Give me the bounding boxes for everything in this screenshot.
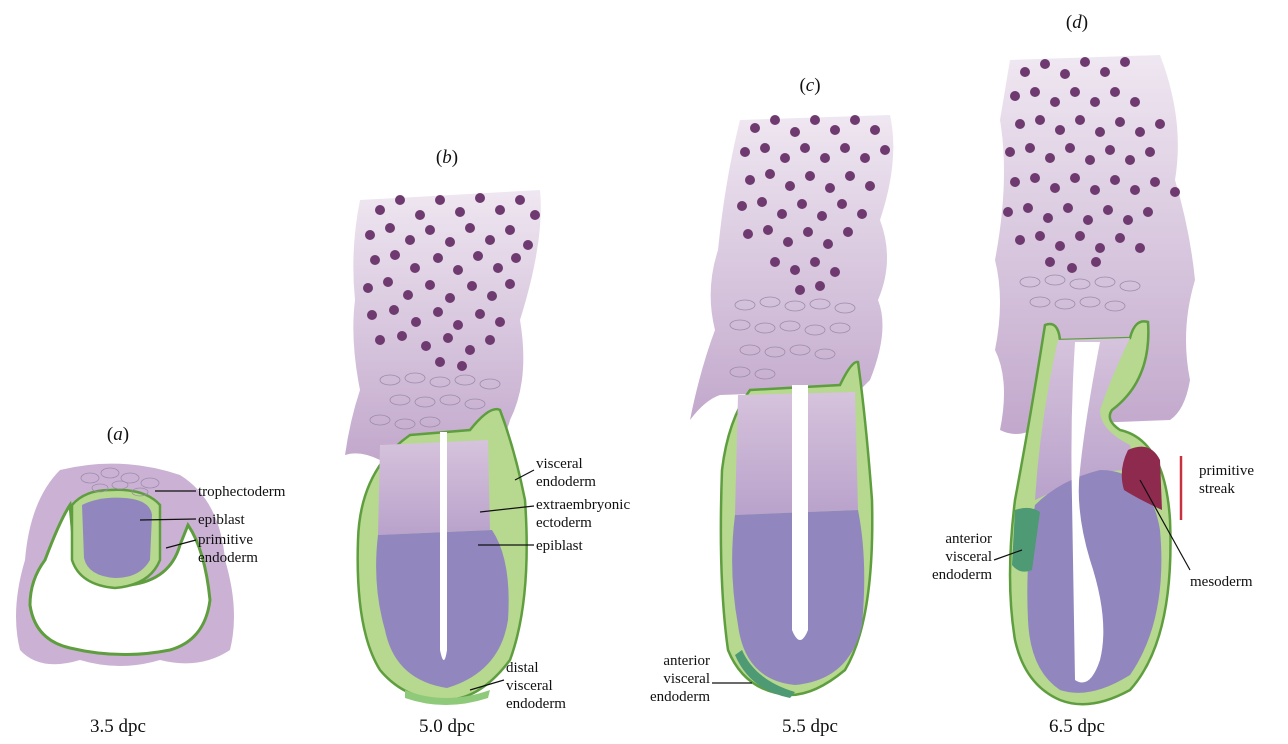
label-anterior-ve-d-1: anterior xyxy=(945,531,992,547)
label-anterior-ve-c-3: endoderm xyxy=(650,689,710,705)
label-primitive-streak-1: primitive xyxy=(1199,463,1254,479)
panel-c: (c) 5.5 dpc anterior visceral endoderm xyxy=(650,75,893,737)
panel-b-stage: 5.0 dpc xyxy=(419,716,475,737)
label-visceral-endoderm-1: visceral xyxy=(536,456,583,472)
label-anterior-ve-c-2: visceral xyxy=(663,671,710,687)
panel-b-proamniotic-cavity xyxy=(440,432,447,660)
label-distal-ve-2: visceral xyxy=(506,678,553,694)
label-primitive-endoderm-2: endoderm xyxy=(198,550,258,566)
panel-b-extraembryonic-ectoderm xyxy=(378,440,490,535)
panel-b-letter: (b) xyxy=(436,147,458,168)
label-primitive-endoderm-1: primitive xyxy=(198,532,253,548)
label-distal-ve-1: distal xyxy=(506,660,539,676)
label-epiblast-a: epiblast xyxy=(198,512,245,528)
label-mesoderm: mesoderm xyxy=(1190,574,1253,590)
panel-a-stage: 3.5 dpc xyxy=(90,716,146,737)
panel-c-stage: 5.5 dpc xyxy=(782,716,838,737)
label-anterior-ve-d-3: endoderm xyxy=(932,567,992,583)
label-anterior-ve-d-2: visceral xyxy=(945,549,992,565)
panel-a-epiblast xyxy=(82,498,152,578)
panel-d-stage: 6.5 dpc xyxy=(1049,716,1105,737)
panel-c-proamniotic-cavity xyxy=(792,385,808,640)
label-visceral-endoderm-2: endoderm xyxy=(536,474,596,490)
panel-a-letter: (a) xyxy=(107,424,129,445)
panel-c-letter: (c) xyxy=(799,75,820,96)
label-anterior-ve-c-1: anterior xyxy=(663,653,710,669)
panel-b: (b) 5.0 dpc visceral endoderm extraembry… xyxy=(345,147,630,737)
label-trophectoderm: trophectoderm xyxy=(198,484,286,500)
panel-a: (a) 3.5 dpc trophectoderm epiblast primi… xyxy=(16,424,286,737)
label-epiblast-b: epiblast xyxy=(536,538,583,554)
panel-d-letter: (d) xyxy=(1066,12,1088,33)
label-distal-ve-3: endoderm xyxy=(506,696,566,712)
label-primitive-streak-2: streak xyxy=(1199,481,1235,497)
panel-d: (d) 6.5 dpc primitive streak anterior vi… xyxy=(932,12,1254,737)
label-extraembryonic-1: extraembryonic xyxy=(536,497,630,513)
label-extraembryonic-2: ectoderm xyxy=(536,515,592,531)
